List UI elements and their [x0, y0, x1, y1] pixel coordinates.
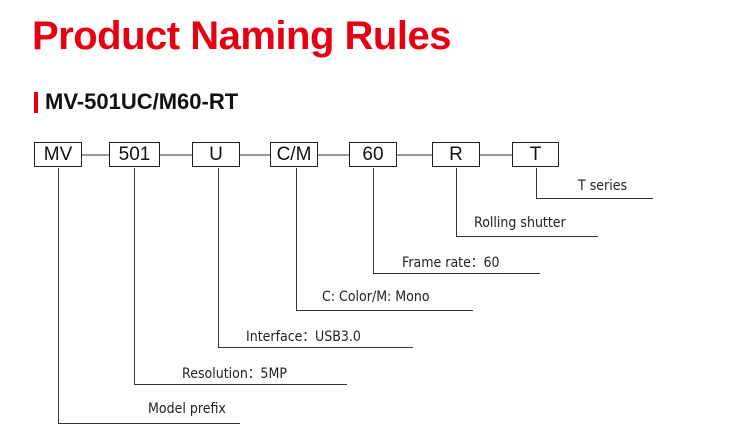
label-shutter: Rolling shutter: [474, 215, 566, 231]
leader-line-u: [218, 168, 413, 348]
code-box-mv: MV: [34, 142, 82, 167]
code-box-501: 501: [109, 142, 160, 167]
code-box-t: T: [512, 142, 559, 167]
page-title: Product Naming Rules: [32, 14, 451, 58]
subtitle-accent-bar: [34, 92, 38, 113]
code-box-r: R: [432, 142, 480, 167]
leader-line-cm: [296, 168, 473, 311]
code-box-cm: C/M: [270, 142, 318, 167]
leader-line-r: [456, 168, 598, 237]
code-box-60: 60: [349, 142, 397, 167]
label-frame-rate: Frame rate：60: [402, 255, 500, 271]
label-color-mono: C: Color/M: Mono: [322, 289, 430, 305]
leader-line-mv: [58, 168, 240, 424]
label-resolution: Resolution：5MP: [182, 366, 287, 382]
leader-line-t: [536, 168, 653, 199]
label-interface: Interface：USB3.0: [246, 329, 361, 345]
label-series: T series: [578, 178, 628, 194]
label-model-prefix: Model prefix: [148, 401, 226, 417]
code-box-u: U: [192, 142, 240, 167]
leader-line-501: [134, 168, 347, 385]
leader-line-60: [373, 168, 540, 274]
model-code-heading: MV-501UC/M60-RT: [45, 89, 239, 114]
